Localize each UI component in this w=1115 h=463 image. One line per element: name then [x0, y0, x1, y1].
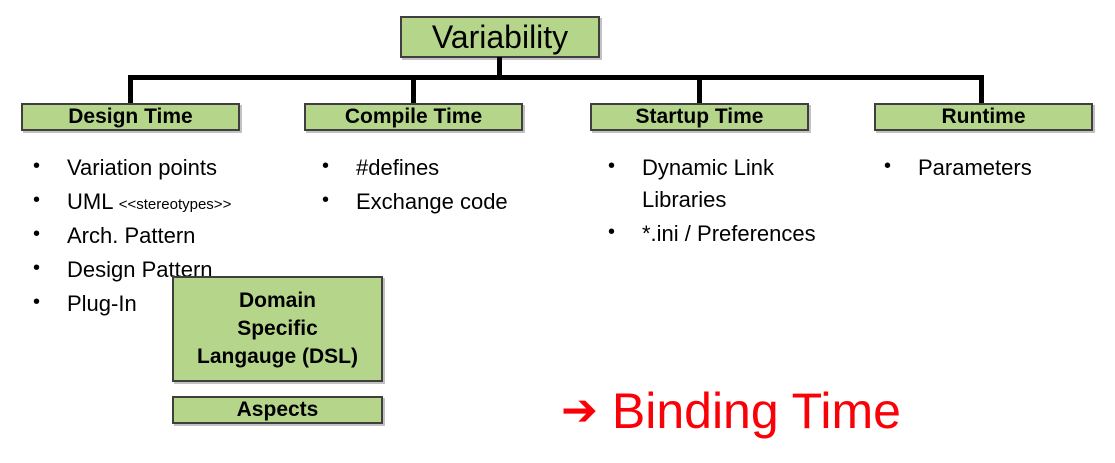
- bullet-icon: •: [608, 155, 616, 177]
- node-compile-time-label: Compile Time: [344, 105, 483, 128]
- list-item: • Parameters: [884, 152, 1099, 184]
- list-item-label: Dynamic Link Libraries: [642, 155, 775, 212]
- bullet-list-startup-time: • Dynamic Link Libraries • *.ini / Prefe…: [608, 152, 858, 252]
- bullet-icon: •: [33, 222, 41, 245]
- node-design-time: Design Time: [21, 103, 240, 131]
- node-runtime-label: Runtime: [941, 105, 1026, 128]
- list-item-text: UML: [67, 188, 119, 214]
- connector-drop-runtime: [979, 75, 984, 103]
- list-item: • UML <<stereotypes>>: [33, 186, 298, 218]
- dsl-box-line-3: Langauge (DSL): [197, 344, 358, 368]
- dsl-box-line-2: Specific: [237, 317, 318, 341]
- connector-horizontal-bus: [128, 75, 984, 80]
- bullet-icon: •: [33, 290, 41, 313]
- list-item: • #defines: [322, 152, 572, 184]
- dsl-box-line-1: Domain: [238, 289, 316, 313]
- node-compile-time: Compile Time: [304, 103, 523, 131]
- node-runtime: Runtime: [874, 103, 1093, 131]
- list-item-label: #defines: [356, 155, 440, 180]
- bullet-icon: •: [608, 220, 616, 243]
- bullet-list-runtime: • Parameters: [884, 152, 1099, 186]
- list-item: • Plug-In: [33, 288, 298, 320]
- list-item: • Dynamic Link Libraries: [608, 152, 858, 216]
- list-item-label: Variation points: [67, 155, 218, 180]
- bullet-icon: •: [33, 256, 41, 279]
- list-item: • Arch. Pattern: [33, 220, 298, 252]
- bullet-icon: •: [33, 155, 41, 177]
- connector-root-stem: [497, 57, 502, 78]
- bullet-list-compile-time: • #defines • Exchange code: [322, 152, 572, 220]
- list-item-stereotype: <<stereotypes>>: [118, 195, 232, 213]
- binding-time-label: Binding Time: [611, 383, 901, 439]
- list-item: • Variation points: [33, 152, 298, 184]
- list-item-label: Exchange code: [356, 188, 508, 214]
- aspects-box-label: Aspects: [236, 398, 319, 422]
- connector-drop-compile-time: [411, 75, 416, 103]
- aspects-box: Aspects: [172, 396, 383, 424]
- list-item-label: *.ini / Preferences: [642, 220, 816, 246]
- list-item-label: UML <<stereotypes>>: [67, 186, 298, 218]
- binding-time-callout: ➔ Binding Time: [561, 386, 901, 436]
- list-item: • Exchange code: [322, 186, 572, 218]
- node-startup-time-label: Startup Time: [635, 105, 764, 128]
- node-variability-label: Variability: [431, 18, 569, 55]
- bullet-icon: •: [322, 155, 330, 177]
- node-startup-time: Startup Time: [590, 103, 809, 131]
- node-design-time-label: Design Time: [68, 105, 193, 128]
- list-item-label: Parameters: [918, 155, 1032, 180]
- bullet-icon: •: [884, 155, 892, 177]
- right-arrow-icon: ➔: [561, 385, 598, 436]
- list-item-label: Arch. Pattern: [67, 222, 196, 248]
- bullet-icon: •: [33, 188, 41, 211]
- bullet-list-design-time: • Variation points • UML <<stereotypes>>…: [33, 152, 298, 321]
- connector-drop-startup-time: [697, 75, 702, 103]
- dsl-box: Domain Specific Langauge (DSL): [172, 276, 383, 382]
- list-item-label: Plug-In: [67, 290, 137, 316]
- list-item: • *.ini / Preferences: [608, 218, 858, 250]
- bullet-icon: •: [322, 188, 330, 211]
- connector-drop-design-time: [128, 75, 133, 103]
- node-variability: Variability: [400, 16, 600, 58]
